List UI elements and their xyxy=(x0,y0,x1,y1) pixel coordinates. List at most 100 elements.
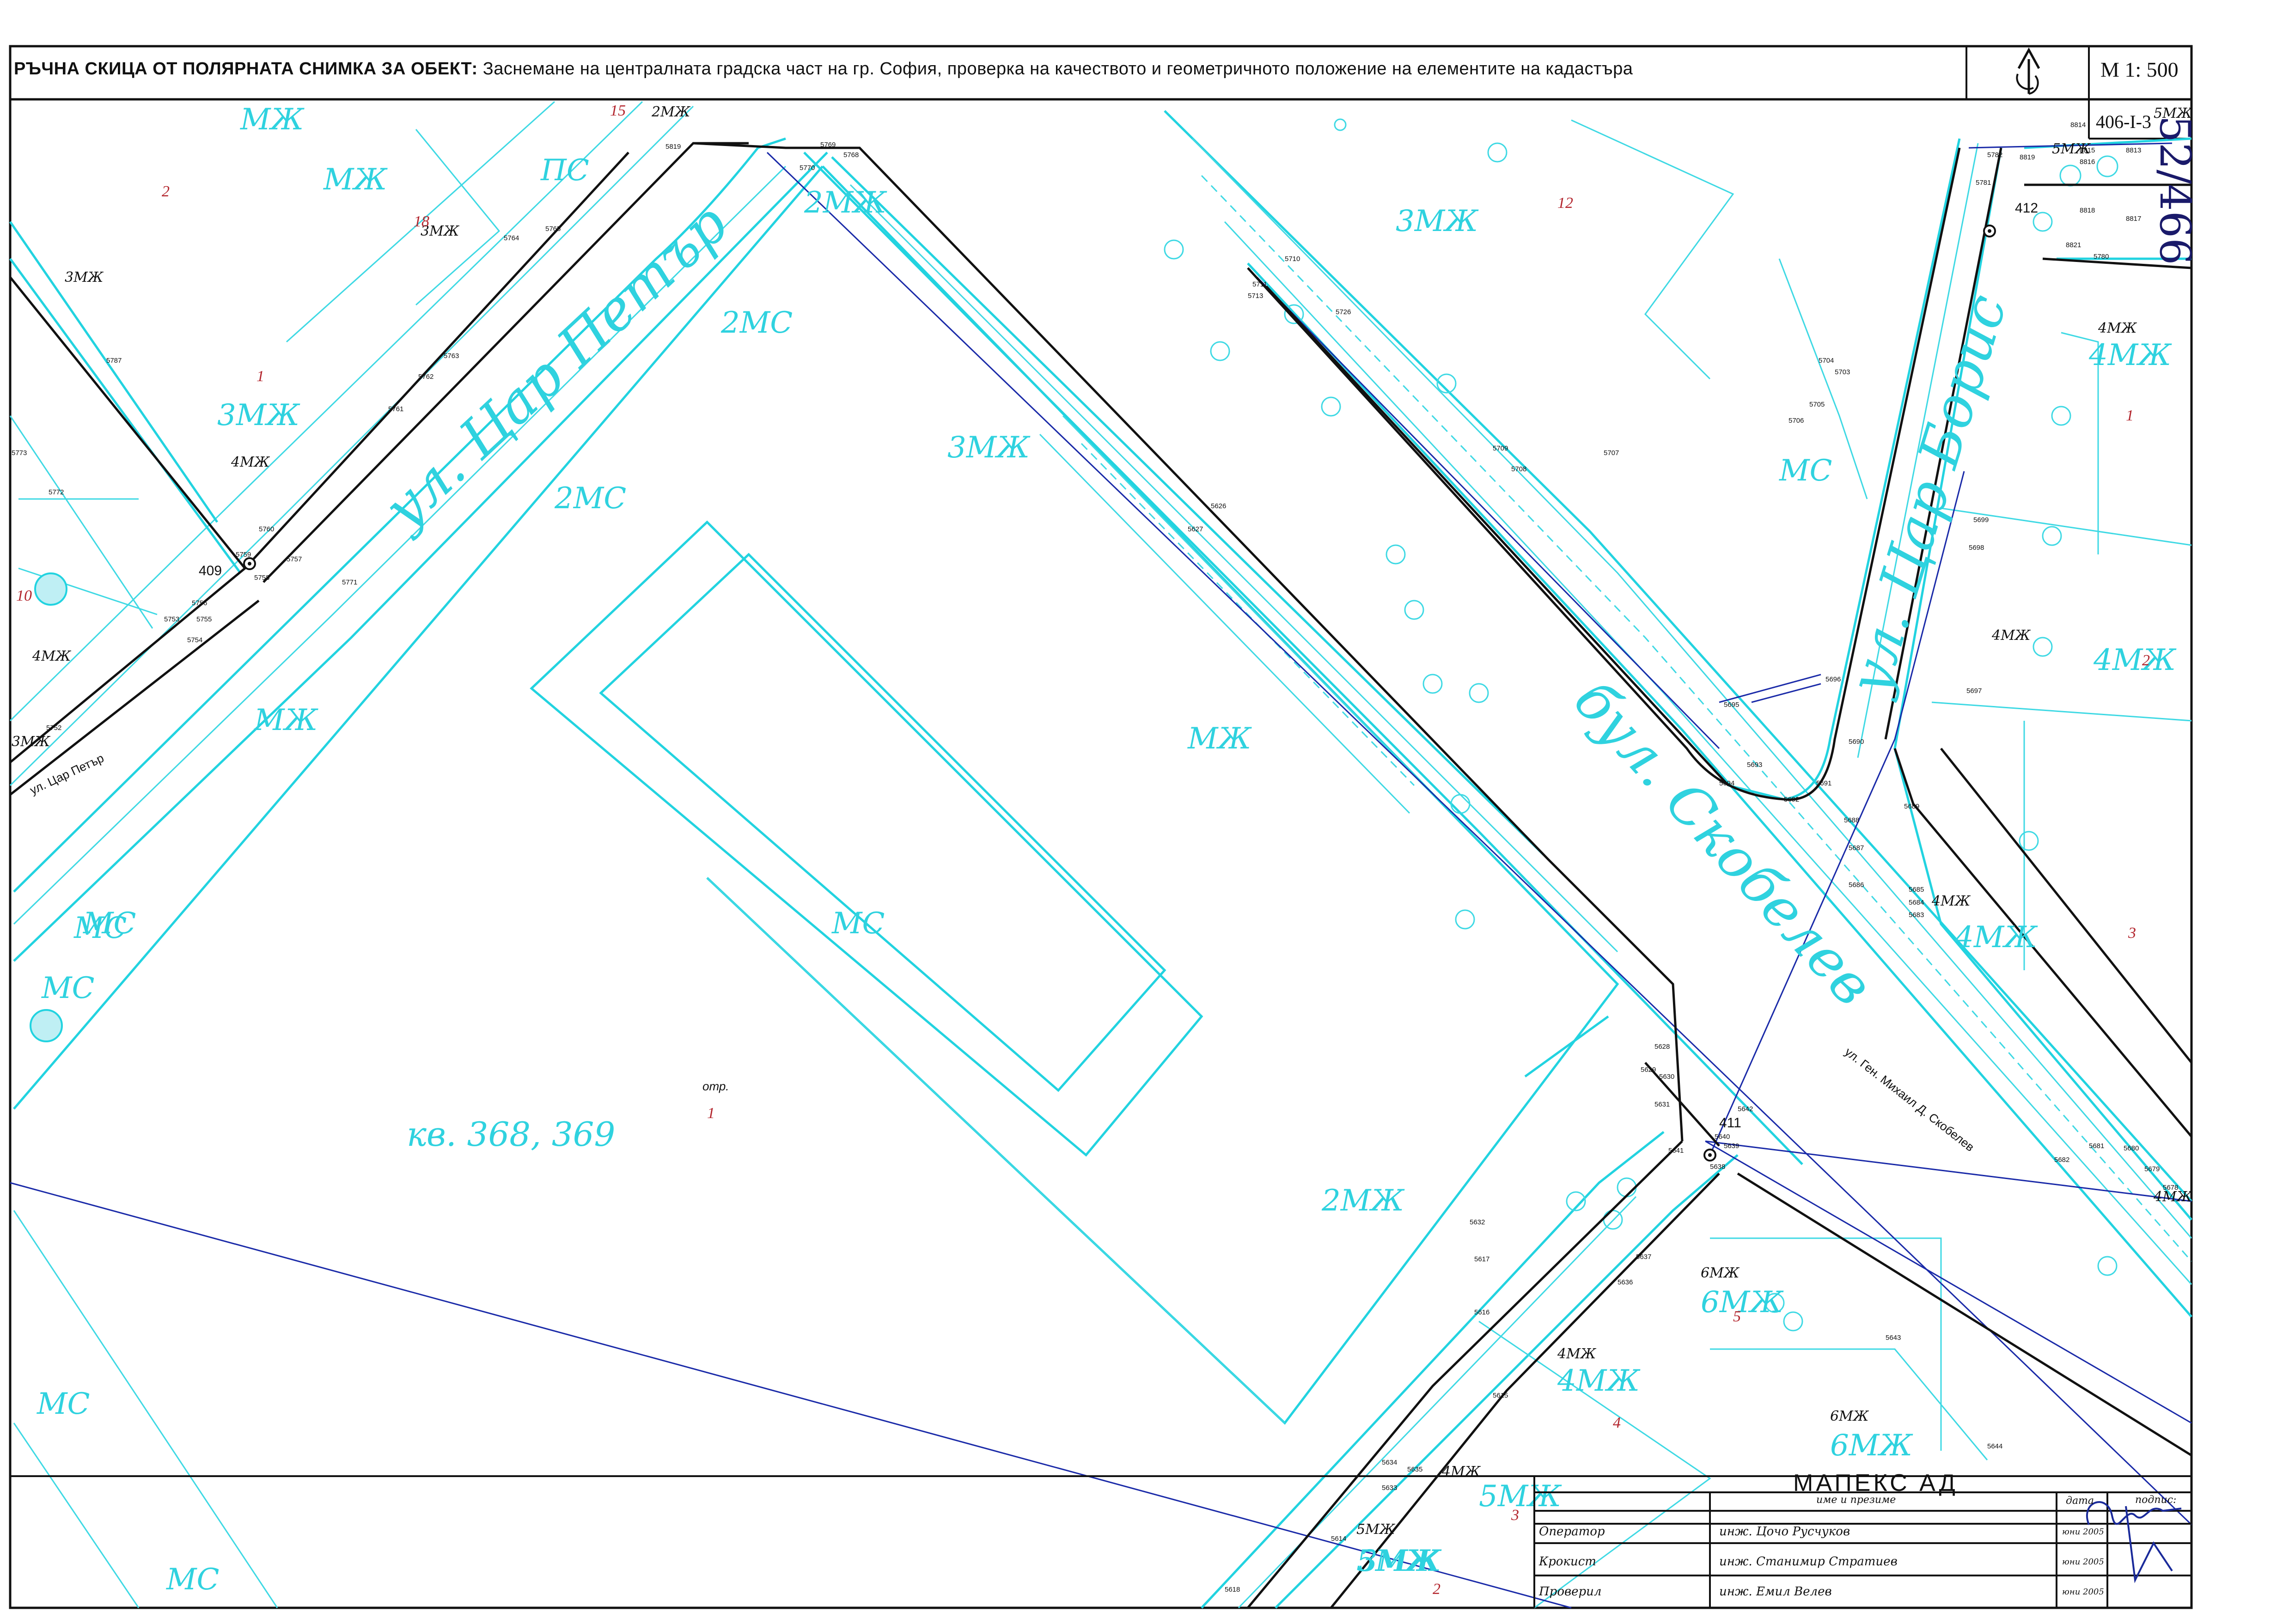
svg-text:5708: 5708 xyxy=(1511,465,1526,473)
svg-text:5759: 5759 xyxy=(236,551,251,559)
svg-text:5628: 5628 xyxy=(1654,1043,1670,1051)
svg-text:5678: 5678 xyxy=(2163,1184,2178,1192)
svg-text:1: 1 xyxy=(2126,407,2134,424)
svg-text:5680: 5680 xyxy=(2124,1144,2139,1152)
svg-text:5679: 5679 xyxy=(2144,1165,2160,1173)
svg-text:8815: 8815 xyxy=(2080,146,2095,154)
svg-text:5773: 5773 xyxy=(12,449,27,457)
svg-text:МЖ: МЖ xyxy=(1187,722,1252,756)
tree-symbols xyxy=(1164,118,2118,1332)
svg-text:3МЖ: 3МЖ xyxy=(1396,204,1479,238)
svg-text:2: 2 xyxy=(2142,652,2150,669)
col-sign-header: подпис: xyxy=(2135,1494,2177,1506)
svg-text:4МЖ: 4МЖ xyxy=(2093,643,2177,677)
name-operator: инж. Цочо Русчуков xyxy=(1719,1525,1850,1539)
filled-circles xyxy=(30,572,67,1042)
station-412 xyxy=(1983,225,1996,237)
svg-text:5761: 5761 xyxy=(388,405,403,413)
svg-text:2МЖ: 2МЖ xyxy=(804,186,887,220)
station-label-409: 409 xyxy=(199,563,222,578)
street-lower xyxy=(1201,1131,1739,1609)
svg-text:5704: 5704 xyxy=(1819,357,1834,365)
svg-text:5764: 5764 xyxy=(504,234,519,242)
street-label-car-petar-small: ул. Цар Петър xyxy=(28,751,106,797)
svg-text:5756: 5756 xyxy=(192,599,207,607)
building-label: 4МЖ xyxy=(32,648,72,664)
svg-text:5763: 5763 xyxy=(444,352,459,360)
svg-text:5635: 5635 xyxy=(1407,1466,1422,1473)
building-label: 6МЖ xyxy=(1830,1408,1869,1424)
svg-text:6МЖ: 6МЖ xyxy=(1830,1429,1913,1463)
role-operator: Оператор xyxy=(1539,1525,1605,1539)
street-skobelev xyxy=(803,110,2192,1318)
svg-text:15: 15 xyxy=(610,102,626,119)
svg-text:5692: 5692 xyxy=(1784,796,1799,803)
sheet-number: 406-I-3 xyxy=(2096,111,2151,132)
north-arrow-icon xyxy=(2016,47,2040,95)
svg-text:5688: 5688 xyxy=(1844,816,1859,824)
svg-text:5627: 5627 xyxy=(1188,525,1203,533)
svg-text:МС: МС xyxy=(73,911,127,945)
svg-text:10: 10 xyxy=(16,587,32,604)
svg-text:5637: 5637 xyxy=(1636,1253,1651,1261)
street-sw-corner xyxy=(9,221,242,629)
svg-text:5642: 5642 xyxy=(1738,1105,1753,1113)
svg-text:5616: 5616 xyxy=(1474,1308,1489,1316)
svg-text:4МЖ: 4МЖ xyxy=(2088,338,2172,372)
svg-text:МС: МС xyxy=(83,906,136,941)
svg-text:5781: 5781 xyxy=(1976,179,1991,187)
building-labels: 3МЖ 4МЖ 2МЖ 3МЖ 4МЖ 3МЖ 5МЖ 6МЖ 6МЖ 4МЖ … xyxy=(12,104,2193,1538)
svg-text:5697: 5697 xyxy=(1966,687,1982,695)
svg-text:5710: 5710 xyxy=(1285,255,1300,263)
svg-text:5698: 5698 xyxy=(1969,544,1984,552)
station-label-411: 411 xyxy=(1719,1115,1741,1131)
block-label: кв. 368, 369 xyxy=(407,1115,615,1154)
svg-text:5691: 5691 xyxy=(1816,779,1831,787)
street-label-skobelev-full: ул. Ген. Михаил Д. Скобелев xyxy=(1842,1045,1977,1154)
svg-text:4: 4 xyxy=(1613,1414,1621,1431)
svg-text:5685: 5685 xyxy=(1909,886,1924,894)
svg-text:5780: 5780 xyxy=(2094,253,2109,261)
date-operator: юни 2005 xyxy=(2062,1527,2104,1537)
svg-text:5713: 5713 xyxy=(1248,292,1263,300)
svg-text:5686: 5686 xyxy=(1849,881,1864,889)
svg-text:3: 3 xyxy=(2128,925,2136,942)
svg-text:5768: 5768 xyxy=(843,151,859,159)
svg-text:5726: 5726 xyxy=(1336,308,1351,316)
svg-text:5631: 5631 xyxy=(1654,1101,1670,1108)
street-car-boris xyxy=(1728,137,2192,1221)
svg-text:5787: 5787 xyxy=(106,357,122,365)
svg-text:5687: 5687 xyxy=(1849,844,1864,852)
building-label: 4МЖ xyxy=(1991,627,2031,644)
svg-text:5696: 5696 xyxy=(1825,675,1841,683)
station-409 xyxy=(243,557,256,570)
svg-text:5709: 5709 xyxy=(1493,444,1508,452)
role-checked: Проверил xyxy=(1539,1585,1602,1599)
svg-text:5707: 5707 xyxy=(1604,449,1619,457)
svg-text:МЖ: МЖ xyxy=(254,703,319,737)
svg-text:5689: 5689 xyxy=(1904,803,1919,810)
svg-text:5682: 5682 xyxy=(2054,1156,2069,1164)
cyan-labels: 3МЖ 2МС 3МЖ 2МС МС МЖ МС МЖ МС 2МЖ 3МЖ 4… xyxy=(37,103,2177,1597)
svg-text:5634: 5634 xyxy=(1382,1459,1397,1466)
col-name-header: име и презиме xyxy=(1816,1494,1896,1506)
page-title: РЪЧНА СКИЦА ОТ ПОЛЯРНАТА СНИМКА ЗА ОБЕКТ… xyxy=(14,59,1633,79)
svg-text:3МЖ: 3МЖ xyxy=(947,431,1031,465)
svg-text:5633: 5633 xyxy=(1382,1484,1397,1492)
col-date-header: дата xyxy=(2066,1495,2094,1507)
svg-text:8819: 8819 xyxy=(2020,153,2035,161)
svg-text:5632: 5632 xyxy=(1470,1218,1485,1226)
annotation-otr: отр. xyxy=(702,1079,729,1093)
building-label: 3МЖ xyxy=(65,269,104,286)
svg-text:5626: 5626 xyxy=(1211,502,1226,510)
svg-text:1: 1 xyxy=(256,368,264,385)
svg-text:5753: 5753 xyxy=(164,615,179,623)
station-411 xyxy=(1703,1149,1716,1162)
svg-text:МЖ: МЖ xyxy=(323,163,388,197)
svg-text:5МЖ: 5МЖ xyxy=(1479,1479,1562,1514)
svg-text:МС: МС xyxy=(37,1387,90,1421)
map-frame xyxy=(9,45,2193,1609)
svg-text:5629: 5629 xyxy=(1641,1066,1656,1074)
svg-text:5752: 5752 xyxy=(46,724,61,732)
